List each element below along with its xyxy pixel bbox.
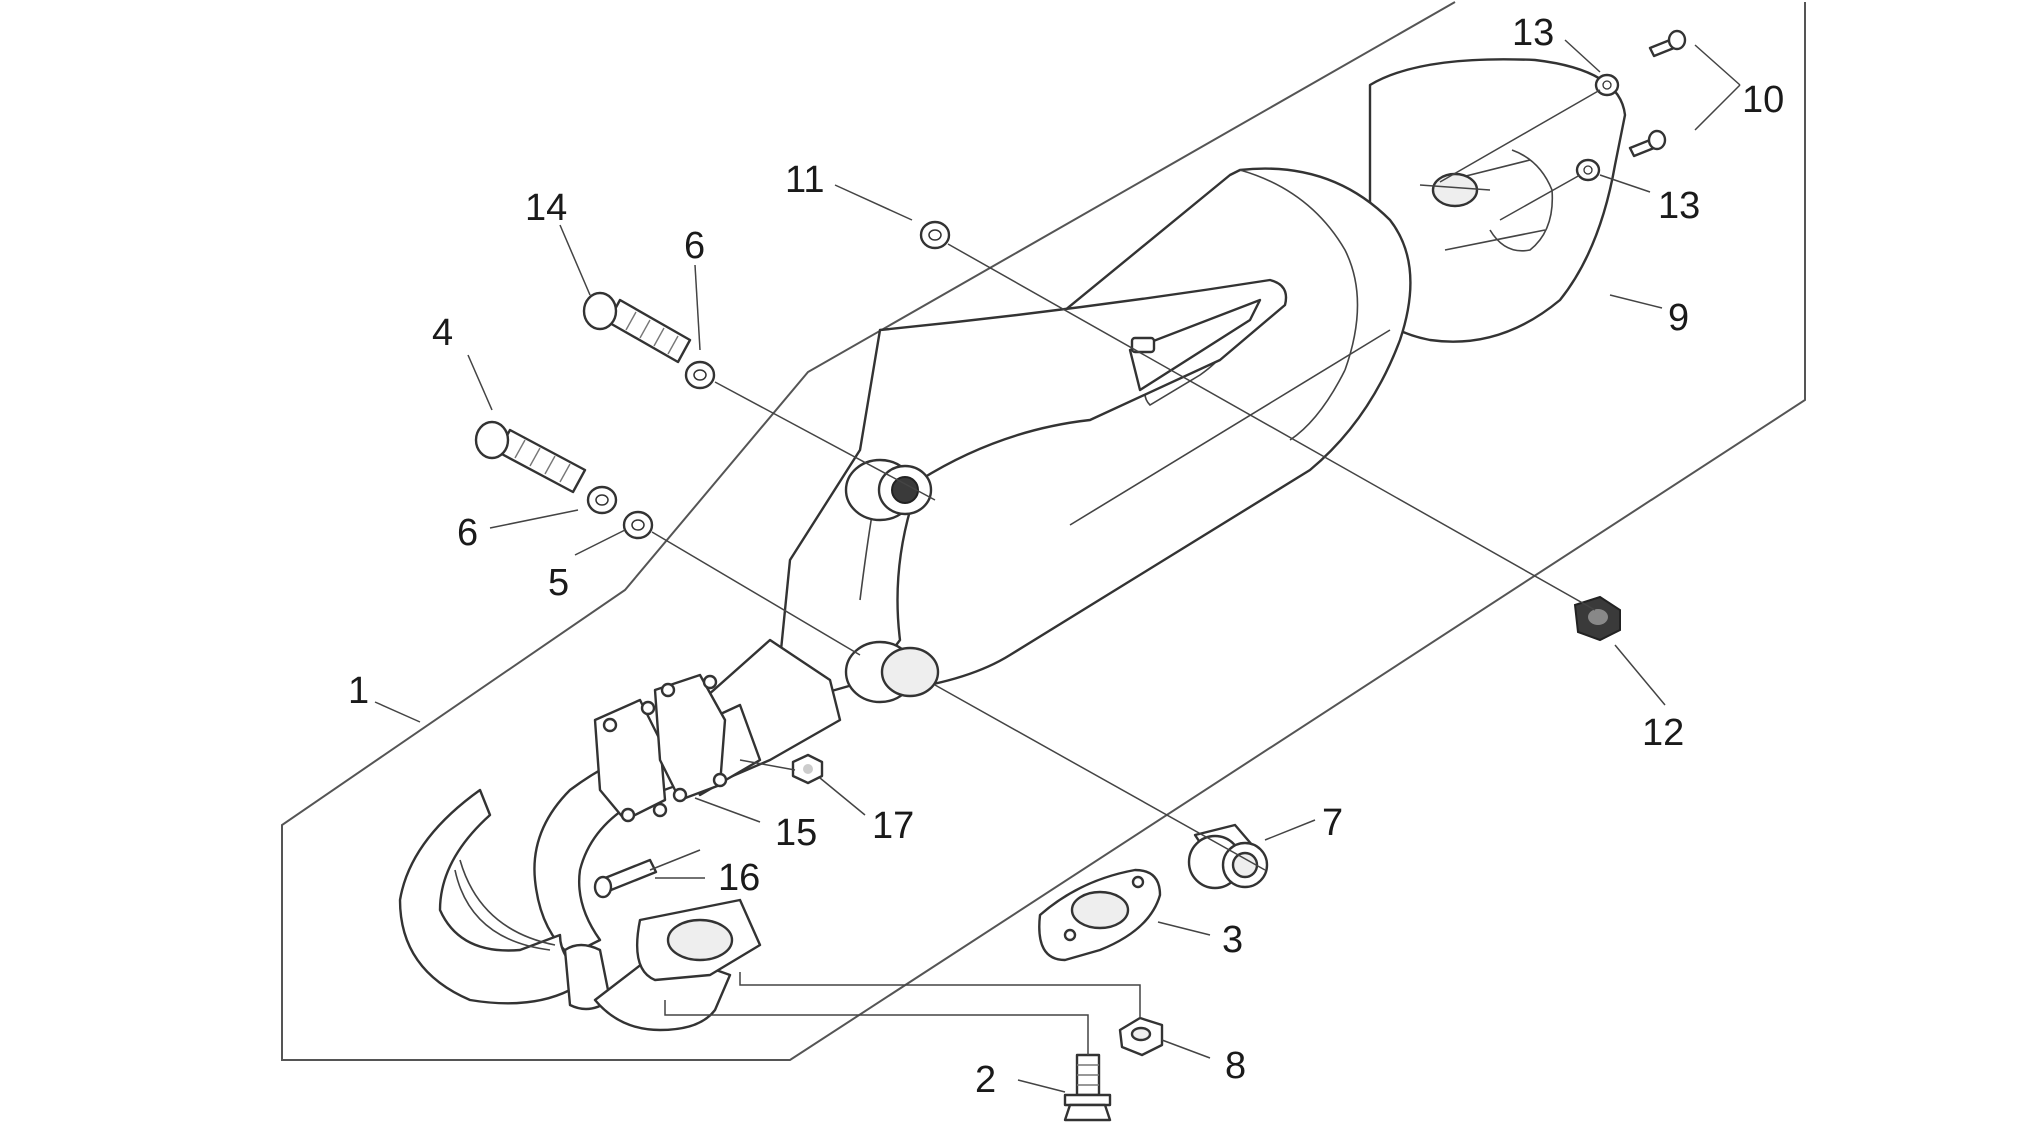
washer-6-upper <box>684 360 716 390</box>
callout-2: 2 <box>975 1059 996 1101</box>
callout-1: 1 <box>348 670 369 712</box>
callout-13-upper: 13 <box>1512 12 1554 54</box>
callout-9: 9 <box>1668 297 1689 339</box>
callout-13-lower: 13 <box>1658 185 1700 227</box>
pipe-flange-gaskets <box>593 673 728 823</box>
washer-6-lower <box>586 485 618 515</box>
bolt-4 <box>474 420 587 494</box>
muffler-end-cap <box>1368 58 1627 343</box>
bracket-bushing-lower <box>844 640 940 704</box>
flange-nut-12 <box>1573 595 1621 642</box>
mounting-bracket <box>778 278 1288 702</box>
callout-14: 14 <box>525 187 567 229</box>
callout-4: 4 <box>432 312 453 354</box>
assembly-frame <box>281 1 1806 1061</box>
exhaust-gasket <box>1038 868 1162 962</box>
flange-nut-8 <box>1118 1016 1164 1057</box>
callout-10: 10 <box>1742 79 1784 121</box>
callout-11: 11 <box>785 159 824 201</box>
callout-8: 8 <box>1225 1045 1246 1087</box>
bracket-bushing-upper <box>844 458 933 522</box>
bolt-16 <box>593 858 658 899</box>
washer-11 <box>919 220 951 250</box>
assembly-axis-lines <box>649 89 1601 1055</box>
flange-bolt-2 <box>1063 1053 1112 1122</box>
exhaust-header-pipe <box>398 638 842 1032</box>
washer-5 <box>622 510 654 540</box>
callout-15: 15 <box>775 812 817 854</box>
washer-13-upper <box>1594 73 1620 97</box>
callout-7: 7 <box>1322 802 1343 844</box>
nut-17 <box>791 753 824 785</box>
screw-10-upper <box>1648 29 1687 58</box>
callout-6-lower: 6 <box>457 512 478 554</box>
callout-17: 17 <box>872 805 914 847</box>
callout-6-upper: 6 <box>684 225 705 267</box>
callout-3: 3 <box>1222 919 1243 961</box>
callout-12: 12 <box>1642 712 1684 754</box>
screw-10-lower <box>1628 129 1667 158</box>
washer-13-lower <box>1575 158 1601 182</box>
bolt-14 <box>582 291 692 364</box>
callout-5: 5 <box>548 562 569 604</box>
callout-leaders <box>374 39 1741 1093</box>
callout-16: 16 <box>718 857 760 899</box>
